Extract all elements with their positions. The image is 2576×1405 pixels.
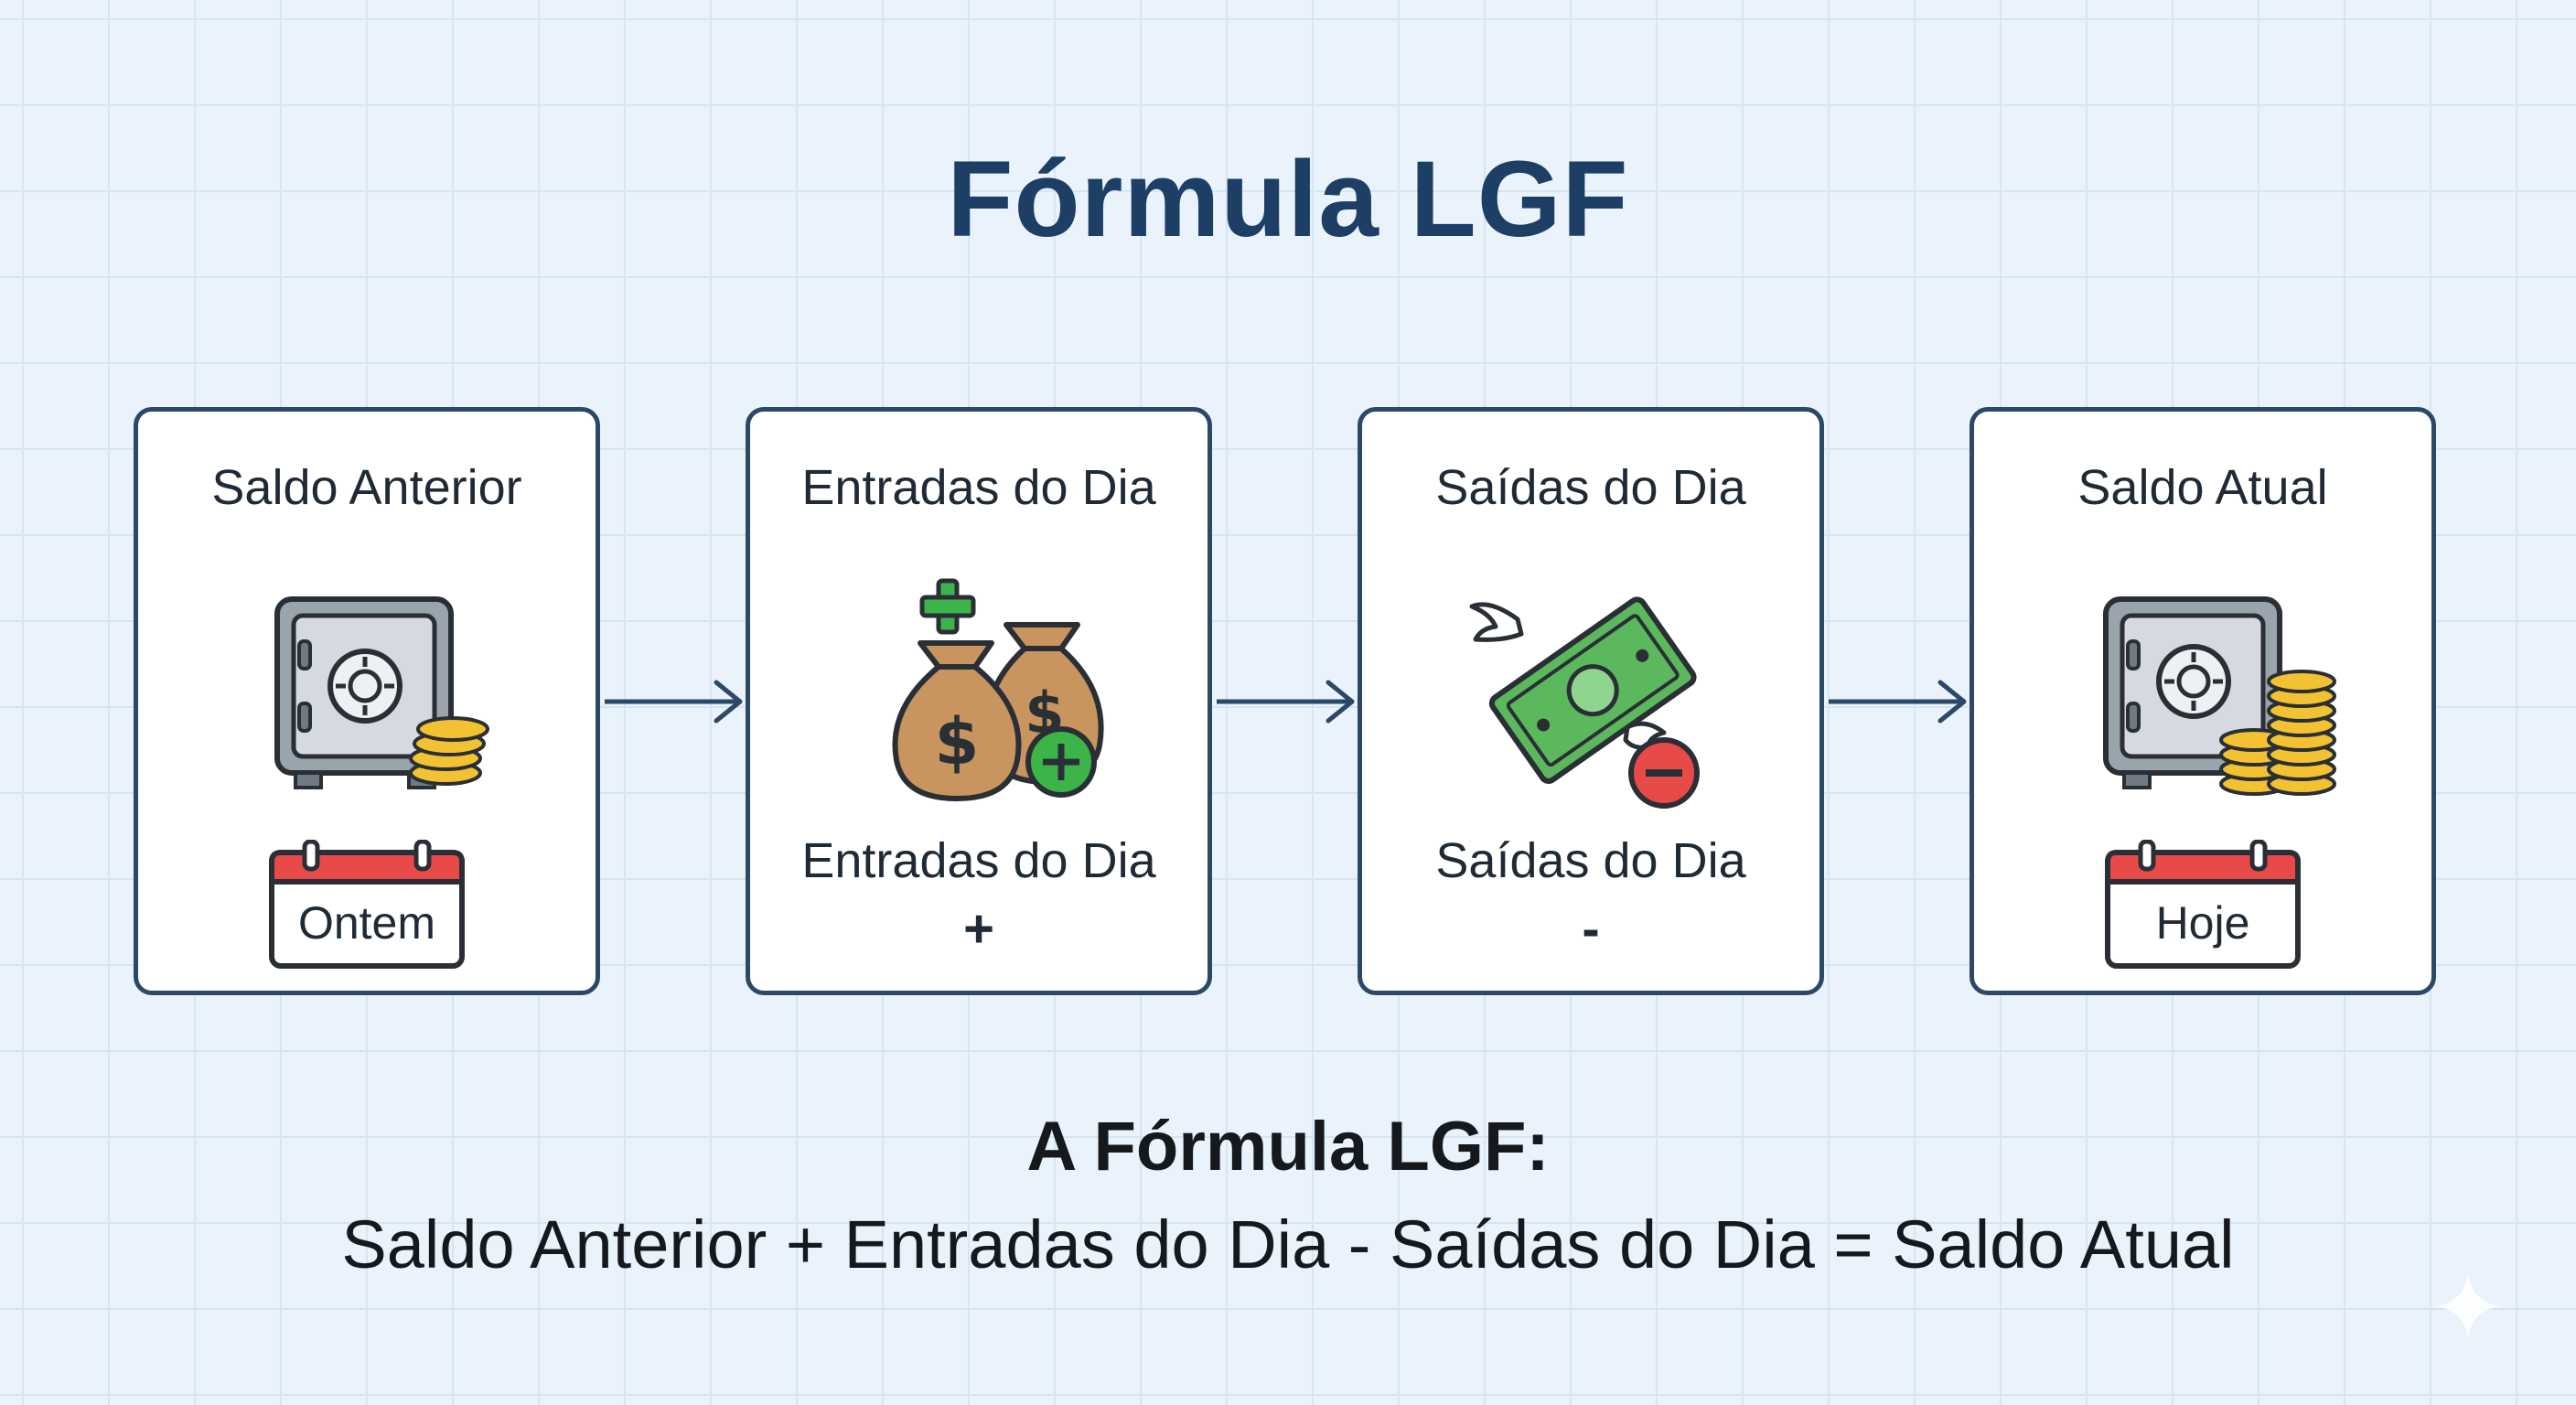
card-title: Saldo Anterior (211, 460, 522, 515)
flying-money-minus-icon (1362, 553, 1819, 864)
card-title: Saldo Atual (2077, 460, 2328, 515)
arrow-right-icon (1829, 680, 1967, 724)
formula-text: Saldo Anterior + Entradas do Dia - Saída… (341, 1207, 2235, 1282)
formula-heading: A Fórmula LGF: (1026, 1108, 1550, 1185)
plus-operator: + (963, 899, 994, 959)
card-title: Saídas do Dia (1435, 460, 1746, 515)
arrow-right-icon (1217, 680, 1355, 724)
safe-with-coin-stacks-icon (1974, 553, 2431, 864)
card-title: Entradas do Dia (801, 460, 1156, 515)
sparkle-icon (2435, 1273, 2501, 1339)
card-subtitle: Saídas do Dia (1435, 833, 1746, 888)
card-saldo-anterior: Saldo Anterior (134, 407, 600, 995)
arrow-right-icon (605, 680, 743, 724)
svg-text:$: $ (935, 704, 980, 779)
card-saidas-do-dia: Saídas do Dia Saídas do Dia - (1358, 407, 1824, 995)
calendar-icon: Ontem (268, 840, 466, 970)
calendar-label: Hoje (2155, 897, 2250, 949)
card-entradas-do-dia: Entradas do Dia $ $ Entradas do Dia + (746, 407, 1212, 995)
card-saldo-atual: Saldo Atual (1970, 407, 2436, 995)
calendar-icon: Hoje (2104, 840, 2302, 970)
minus-operator: - (1582, 899, 1600, 959)
money-bags-plus-icon: $ $ (750, 553, 1208, 864)
calendar-label: Ontem (297, 897, 436, 949)
card-subtitle: Entradas do Dia (801, 833, 1156, 888)
safe-with-coins-icon (138, 553, 596, 864)
page-title: Fórmula LGF (947, 139, 1629, 260)
